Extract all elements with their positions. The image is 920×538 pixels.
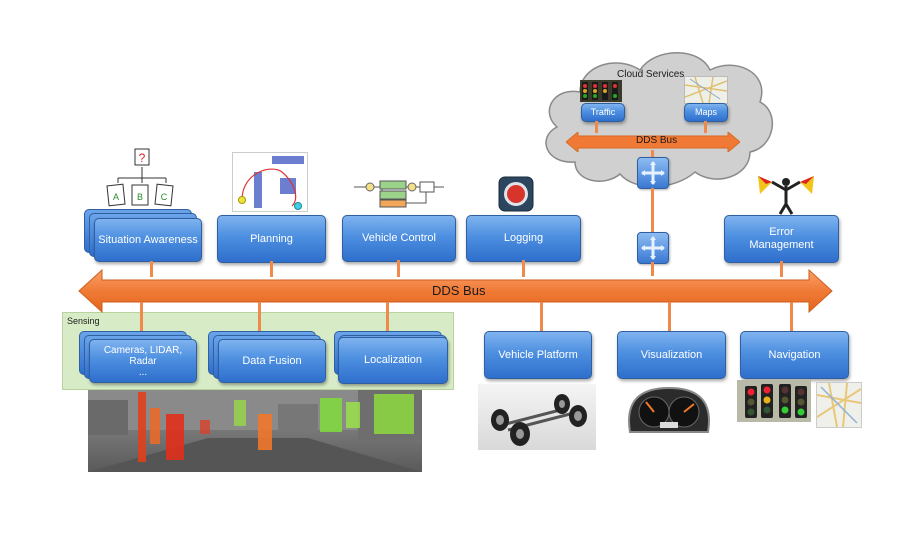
- path-planning-icon: [232, 152, 308, 212]
- visualization-box[interactable]: Visualization: [617, 331, 726, 379]
- localization-connector: [386, 302, 389, 332]
- planning-box[interactable]: Planning: [217, 215, 326, 263]
- sensing-title: Sensing: [67, 316, 100, 326]
- option-b-text: B: [137, 192, 143, 202]
- data-fusion-box[interactable]: Data Fusion: [218, 339, 326, 383]
- visualization-connector: [668, 302, 671, 332]
- map-image: [684, 76, 728, 104]
- planning-connector: [270, 261, 273, 277]
- navigation-traffic-lights-image: [737, 380, 811, 422]
- logging-connector: [522, 260, 525, 277]
- main-bus-label: DDS Bus: [432, 283, 486, 298]
- navigation-box[interactable]: Navigation: [740, 331, 849, 379]
- vehicle-platform-box[interactable]: Vehicle Platform: [484, 331, 592, 379]
- traffic-box[interactable]: Traffic: [581, 103, 625, 122]
- vehicle-control-box[interactable]: Vehicle Control: [342, 215, 456, 262]
- warning-flags-icon: [758, 176, 814, 215]
- navigation-map-image: [816, 382, 862, 428]
- cloud-hub-connector: [651, 150, 654, 160]
- control-loop-icon: [354, 180, 444, 208]
- cameras-lidar-radar-box[interactable]: Cameras, LIDAR, Radar ...: [89, 339, 197, 383]
- decision-tree-icon: ? A B C: [106, 148, 174, 207]
- logging-box[interactable]: Logging: [466, 215, 581, 262]
- gateway-connector: [651, 262, 654, 276]
- error-management-box[interactable]: Error Management: [724, 215, 839, 263]
- cloud-services-title: Cloud Services: [617, 69, 685, 80]
- maps-box[interactable]: Maps: [684, 103, 728, 122]
- speedometer-image: [626, 386, 712, 434]
- traffic-connector: [595, 121, 598, 133]
- navigation-connector: [790, 302, 793, 332]
- lidar-camera-scene-image: [88, 390, 422, 472]
- record-icon: [498, 176, 534, 212]
- vehicle-control-connector: [397, 260, 400, 277]
- vehicle-chassis-image: [478, 384, 596, 450]
- main-dds-bus: [78, 268, 833, 314]
- vehicle-platform-connector: [540, 302, 543, 332]
- data-fusion-connector: [258, 302, 261, 332]
- option-c-text: C: [161, 192, 168, 202]
- maps-connector: [704, 121, 707, 133]
- traffic-lights-image: [580, 80, 622, 102]
- cloud-router-icon: [637, 157, 669, 189]
- situation-awareness-box[interactable]: Situation Awareness: [94, 218, 202, 262]
- cameras-connector: [140, 302, 143, 332]
- cloud-dds-bus: [566, 132, 740, 152]
- gateway-router-icon: [637, 232, 669, 264]
- situation-connector: [150, 261, 153, 277]
- question-mark-text: ?: [139, 151, 146, 165]
- cloud-link-connector: [651, 188, 654, 232]
- localization-box[interactable]: Localization: [338, 337, 448, 384]
- cloud-bus-label: DDS Bus: [636, 135, 678, 146]
- option-a-text: A: [113, 192, 119, 202]
- error-management-connector: [780, 261, 783, 277]
